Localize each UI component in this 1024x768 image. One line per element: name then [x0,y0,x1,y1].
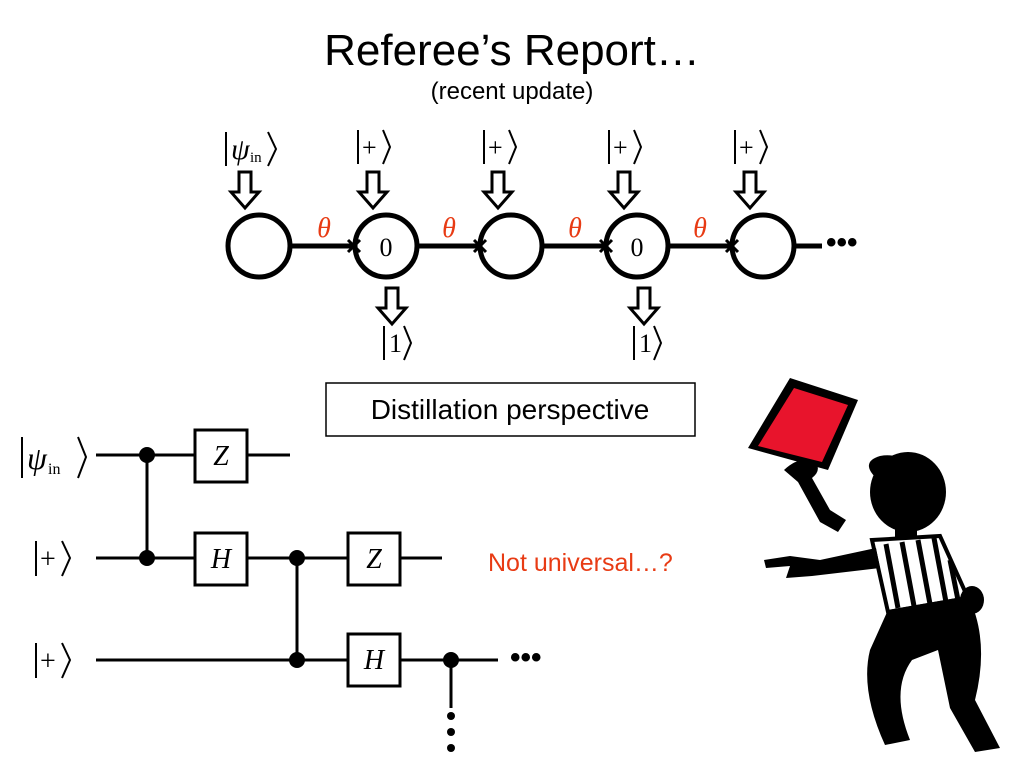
theta-label: θ [442,213,456,244]
svg-text:1: 1 [639,329,652,358]
plus-ket: + [357,129,392,165]
svg-text:+: + [40,646,56,677]
svg-text:+: + [613,133,628,162]
cross-marks [346,238,740,254]
svg-text:ψ: ψ [231,133,251,166]
qubit-node-2 [477,212,545,280]
svg-text:in: in [48,461,60,478]
theta-label: θ [317,213,331,244]
output-ket-one: 1 [383,325,413,361]
theta-label: θ [693,213,707,244]
down-arrow-icon [734,170,766,210]
quantum-circuit: Z H Z H ••• ψ in + + [21,428,542,752]
gate-z: Z [193,428,249,484]
down-arrow-icon [628,286,660,326]
down-arrow-icon [608,170,640,210]
down-arrow-icon [229,170,261,210]
svg-text:+: + [362,133,377,162]
control-dot [289,652,305,668]
red-card-icon [748,378,858,470]
input-ket-psi: ψ in [225,131,278,167]
svg-text:Z: Z [213,441,229,472]
referee-remark: Not universal…? [488,549,673,577]
svg-text:Z: Z [366,544,382,575]
control-dot [289,550,305,566]
svg-text:+: + [739,133,754,162]
svg-text:+: + [40,544,56,575]
plus-ket: + [483,129,518,165]
gate-z: Z [346,531,402,587]
output-ket-one: 1 [633,325,663,361]
plus-ket: + [608,129,643,165]
control-dot [443,652,459,668]
chain-ellipsis: ••• [826,226,858,259]
down-arrow-icon [357,170,389,210]
qubit-chain: θ θ θ θ 0 0 ••• ψ in + [225,129,858,361]
qubit-node-4 [729,212,797,280]
circuit-input-ket-plus: + [35,540,72,577]
circuit-input-ket-plus: + [35,642,72,679]
circuit-input-ket-psi: ψ in [21,436,88,479]
distillation-label: Distillation perspective [371,394,650,425]
svg-text:ψ: ψ [27,440,48,476]
gate-h: H [346,632,402,688]
down-arrow-icon [376,286,408,326]
referee-icon [748,378,1000,752]
distillation-perspective-box: Distillation perspective [325,382,696,437]
measurement-outcome-label: 0 [631,233,644,262]
svg-text:H: H [363,645,386,676]
page-subtitle: (recent update) [430,78,594,105]
svg-text:1: 1 [389,329,402,358]
vertical-ellipsis [447,712,455,752]
circuit-ellipsis: ••• [510,641,542,674]
measurement-outcome-label: 0 [380,233,393,262]
svg-text:+: + [488,133,503,162]
control-dot [139,550,155,566]
svg-text:H: H [210,544,233,575]
control-dot [139,447,155,463]
gate-h: H [193,531,249,587]
theta-label: θ [568,213,582,244]
down-arrow-icon [482,170,514,210]
page-title: Referee’s Report… [324,26,700,75]
qubit-node-input [225,212,293,280]
plus-ket: + [734,129,769,165]
svg-text:in: in [250,150,262,166]
